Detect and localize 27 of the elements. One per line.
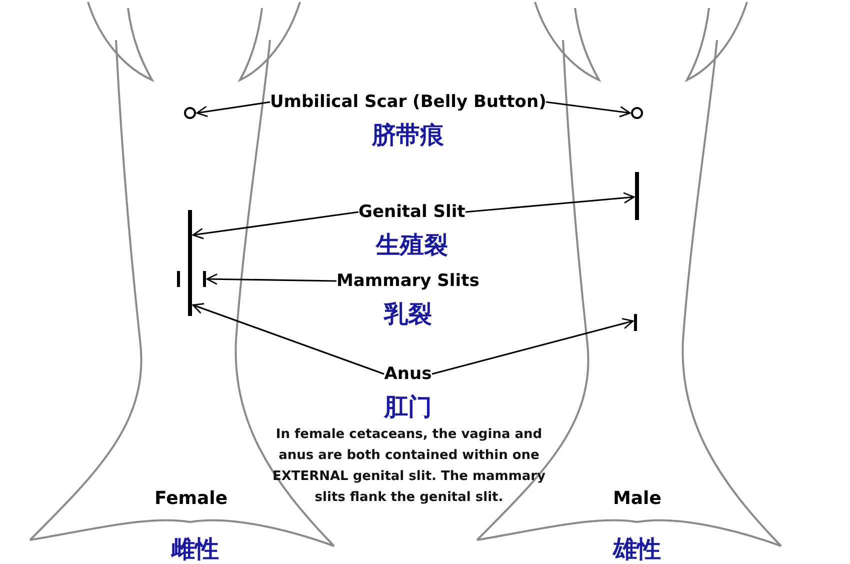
arrow (192, 303, 384, 375)
slit-circle (631, 107, 643, 119)
slit-mark (203, 271, 206, 287)
note-text: In female cetaceans, the vagina and anus are both contained within one EXTERNAL genital slit. The mammary slits flank the genital slit. (271, 426, 547, 507)
sex-label: Male (613, 488, 662, 509)
slit-circle (184, 107, 196, 119)
part-label: Anus (384, 363, 432, 386)
chinese-part-label: 脐带痕 (372, 120, 444, 150)
arrow (192, 211, 359, 240)
part-label: Mammary Slits (336, 270, 480, 293)
chinese-sex-label: 雌性 (171, 534, 219, 564)
slit-mark (188, 210, 192, 316)
arrow (206, 273, 337, 285)
sex-label: Female (154, 488, 228, 509)
slit-mark (177, 271, 180, 287)
arrow (432, 318, 634, 375)
arrow (196, 101, 270, 118)
chinese-part-label: 肛门 (384, 392, 432, 422)
part-label: Umbilical Scar (Belly Button) (270, 91, 546, 114)
part-label: Genital Slit (358, 201, 466, 224)
arrow (546, 101, 631, 118)
chinese-part-label: 乳裂 (384, 299, 432, 329)
chinese-sex-label: 雄性 (613, 534, 661, 564)
slit-mark (634, 314, 637, 331)
slit-mark (635, 172, 639, 220)
arrow (465, 192, 635, 213)
chinese-part-label: 生殖裂 (376, 230, 448, 260)
